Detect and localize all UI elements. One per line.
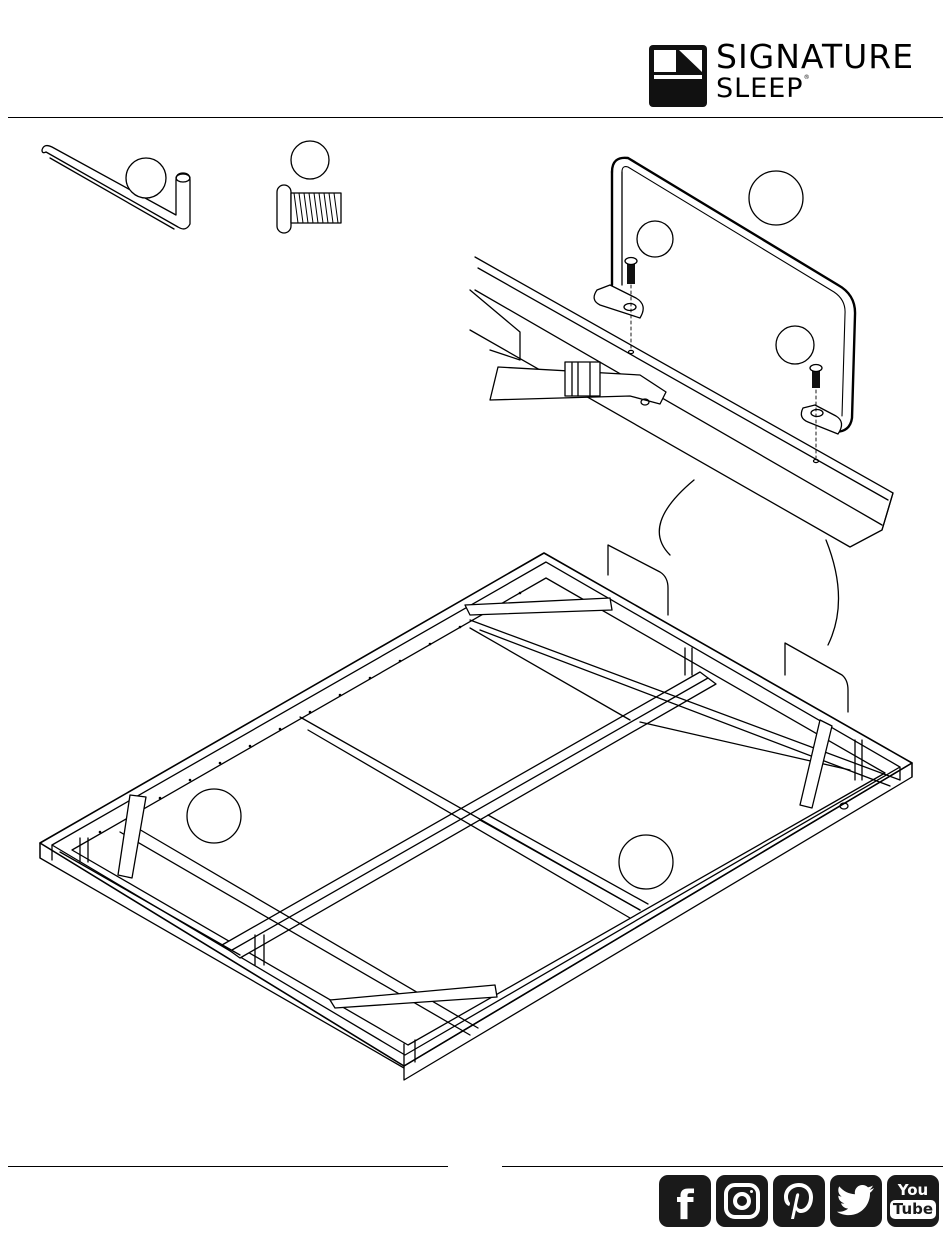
youtube-text: You Tube [890,1183,936,1219]
footer-rule-right [502,1166,943,1167]
twitter-icon[interactable] [830,1175,882,1227]
social-icons: f You Tube [659,1175,939,1227]
part-callout-circle [749,171,803,225]
part-callout-circle [187,789,241,843]
footer-rule-left [8,1166,448,1167]
part-callout-circle [776,326,814,364]
bed-frame-drawing [40,545,912,1080]
pinterest-icon[interactable] [773,1175,825,1227]
youtube-bottom: Tube [890,1200,936,1219]
part-callout-circle [619,835,673,889]
youtube-top: You [898,1181,928,1199]
allen-key-icon [42,146,190,229]
part-callout-circle [291,141,329,179]
part-callout-circle [126,158,166,198]
bolt-icon [277,185,341,233]
facebook-letter: f [676,1183,693,1227]
facebook-icon[interactable]: f [659,1175,711,1227]
part-callout-circle [637,221,673,257]
youtube-icon[interactable]: You Tube [887,1175,939,1227]
rail-detail-view [470,158,893,547]
detail-arc [659,480,838,645]
instagram-icon[interactable] [716,1175,768,1227]
